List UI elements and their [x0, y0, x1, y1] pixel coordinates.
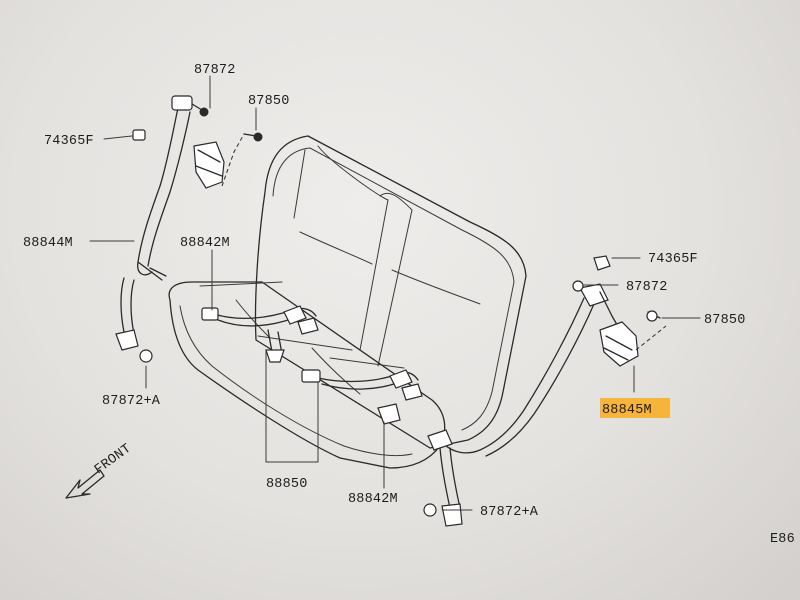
retractor-left	[193, 141, 225, 189]
bolt-87872a-right	[423, 503, 437, 517]
callout-labels: 87872 87850 74365F 88844M 88842M 87872+A…	[23, 63, 795, 547]
seat-back	[254, 135, 527, 449]
right-seat-belt-assembly	[423, 255, 667, 527]
callout-74365f-right: 74365F	[648, 252, 698, 267]
callout-88842m-bottom: 88842M	[348, 492, 398, 507]
left-seat-belt-assembly	[115, 95, 263, 363]
clip-74365f-left	[132, 129, 146, 141]
leader-lines	[89, 75, 701, 511]
buckle-tongue-right	[301, 369, 321, 383]
bolt-87850-left	[253, 132, 263, 142]
callout-87872-left: 87872	[194, 63, 236, 78]
belt-guide-right	[427, 429, 453, 451]
lower-anchor-left	[115, 329, 139, 351]
callout-88844m: 88844M	[23, 236, 73, 251]
upper-anchor-left	[171, 95, 193, 111]
seat-cushion	[168, 281, 446, 469]
center-buckles	[201, 305, 423, 425]
callout-88850: 88850	[266, 477, 308, 492]
front-direction-arrow: FRONT	[65, 442, 135, 499]
callout-87872-right: 87872	[626, 280, 668, 295]
bolt-87872-left	[199, 107, 209, 117]
buckle-tongue-left	[201, 307, 219, 321]
lower-anchor-right	[441, 503, 463, 527]
corner-code: E86	[770, 532, 795, 547]
callout-74365f-left: 74365F	[44, 134, 94, 149]
clip-74365f-right	[593, 255, 611, 271]
callout-88842m-top: 88842M	[180, 236, 230, 251]
bolt-87850-right	[646, 310, 658, 322]
callout-87850-right: 87850	[704, 313, 746, 328]
retractor-right	[599, 321, 639, 367]
upper-anchor-right	[579, 283, 609, 307]
highlight-88845m	[600, 398, 670, 418]
callout-88845m: 88845M	[602, 403, 652, 418]
callout-87872a-right: 87872+A	[480, 505, 539, 520]
bolt-87872a-left	[139, 349, 153, 363]
callout-87850-left: 87850	[248, 94, 290, 109]
bolt-87872-right	[572, 280, 584, 292]
front-label: FRONT	[92, 442, 134, 479]
callout-87872a-left: 87872+A	[102, 394, 161, 409]
